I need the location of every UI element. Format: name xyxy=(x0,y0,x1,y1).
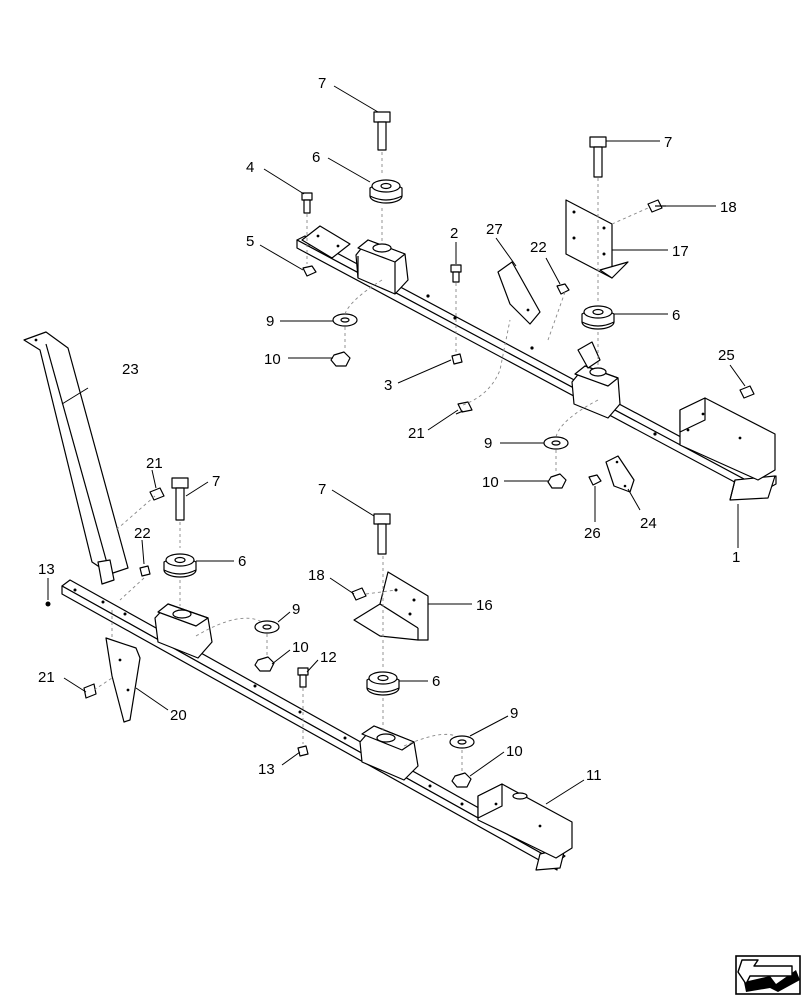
callout-21-lower: 21 xyxy=(38,669,55,686)
callout-12: 12 xyxy=(320,649,337,666)
callout-6-lower-right: 6 xyxy=(432,673,440,690)
bracket-part-27 xyxy=(497,261,541,325)
callout-10-lower-right: 10 xyxy=(506,743,523,760)
callout-9-upper-left: 9 xyxy=(266,313,274,330)
callout-1: 1 xyxy=(732,549,740,566)
callout-27: 27 xyxy=(486,221,503,238)
nut-part-13-lower xyxy=(297,745,309,757)
callout-25: 25 xyxy=(718,347,735,364)
callout-5: 5 xyxy=(246,233,254,250)
callout-13-lower-left: 13 xyxy=(38,561,55,578)
lower-alignment-lines xyxy=(93,495,463,772)
callout-7-upper-right: 7 xyxy=(664,134,672,151)
bolt-part-18-lower xyxy=(351,587,367,601)
callout-2: 2 xyxy=(450,225,458,242)
washer-part-9-lower-right xyxy=(449,735,475,749)
washer-part-9-upper-right xyxy=(543,436,569,450)
bolt-part-4 xyxy=(301,192,313,214)
nut-part-10-upper-left xyxy=(330,351,351,367)
bracket-part-24 xyxy=(605,455,635,493)
callout-labels: 7 6 4 5 9 10 2 3 21 27 22 7 18 17 6 25 9… xyxy=(38,75,740,784)
rubber-mount-part-6-upper-left xyxy=(369,179,403,204)
bolt-part-21-upper xyxy=(455,401,473,415)
nut-part-3 xyxy=(451,353,463,365)
bolt-part-12 xyxy=(297,667,309,688)
callout-10-upper-left: 10 xyxy=(264,351,281,368)
callout-7-lower-left: 7 xyxy=(212,473,220,490)
callout-21-upper: 21 xyxy=(408,425,425,442)
nut-part-10-upper-right xyxy=(547,473,567,489)
rear-box-bracket xyxy=(679,397,776,481)
callout-9-upper-right: 9 xyxy=(484,435,492,452)
callout-17: 17 xyxy=(672,243,689,260)
bolt-part-7-upper-left xyxy=(373,111,391,151)
lower-mount-bracket-right xyxy=(359,725,419,781)
rubber-mount-part-6-upper-right xyxy=(581,305,615,330)
callout-7-upper-left: 7 xyxy=(318,75,326,92)
callout-6-upper-left: 6 xyxy=(312,149,320,166)
bolt-part-2 xyxy=(450,264,462,283)
callout-26: 26 xyxy=(584,525,601,542)
callout-22-upper: 22 xyxy=(530,239,547,256)
frame-rail-part-11 xyxy=(61,579,566,871)
callout-3: 3 xyxy=(384,377,392,394)
nut-part-26 xyxy=(588,474,602,486)
callout-6-lower-left: 6 xyxy=(238,553,246,570)
nut-part-13-lower-left xyxy=(45,601,51,607)
rail-end-plate xyxy=(301,225,351,259)
callout-18-lower: 18 xyxy=(308,567,325,584)
callout-10-upper-right: 10 xyxy=(482,474,499,491)
bolt-part-21-lower-top xyxy=(149,487,165,501)
nut-part-10-lower-right xyxy=(451,772,472,788)
callout-4: 4 xyxy=(246,159,254,176)
nut-part-22-lower xyxy=(139,565,151,577)
mount-bracket-left xyxy=(355,239,409,295)
plate-part-16 xyxy=(353,571,429,641)
bolt-part-7-lower-left xyxy=(171,477,189,521)
bracket-part-20 xyxy=(105,637,141,723)
lower-end-box xyxy=(477,783,573,859)
rubber-mount-part-6-lower-right xyxy=(366,671,400,696)
page-navigation-arrow-icon[interactable] xyxy=(735,955,801,995)
bolt-part-25 xyxy=(739,385,755,399)
bolt-part-21-lower xyxy=(83,683,97,699)
nut-part-10-lower-left xyxy=(254,656,275,672)
callout-9-lower-left: 9 xyxy=(292,601,300,618)
callout-10-lower-left: 10 xyxy=(292,639,309,656)
callout-22-lower: 22 xyxy=(134,525,151,542)
washer-part-9-lower-left xyxy=(254,620,280,634)
lower-leader-lines xyxy=(47,387,585,805)
callout-7-lower-right: 7 xyxy=(318,481,326,498)
callout-16: 16 xyxy=(476,597,493,614)
callout-24: 24 xyxy=(640,515,657,532)
lower-mount-bracket-left xyxy=(154,603,213,659)
callout-6-upper-right: 6 xyxy=(672,307,680,324)
washer-part-9-upper-left xyxy=(332,313,358,327)
callout-9-lower-right: 9 xyxy=(510,705,518,722)
bolt-part-7-lower-right xyxy=(373,513,391,555)
mount-bracket-right xyxy=(571,341,621,419)
callout-11: 11 xyxy=(586,767,602,784)
support-strut-part-23 xyxy=(23,331,129,585)
callout-18-upper: 18 xyxy=(720,199,737,216)
upper-alignment-lines xyxy=(306,152,649,472)
callout-20: 20 xyxy=(170,707,187,724)
callout-21-lower-top: 21 xyxy=(146,455,163,472)
upper-leader-lines xyxy=(259,85,746,548)
rubber-mount-part-6-lower-left xyxy=(163,553,197,578)
plate-part-17 xyxy=(565,199,629,279)
bolt-part-7-upper-right xyxy=(589,136,607,178)
bolt-part-18-upper xyxy=(647,199,666,213)
nut-part-5 xyxy=(302,265,317,277)
nut-part-22-upper xyxy=(556,283,570,295)
callout-23: 23 xyxy=(122,361,139,378)
callout-13-lower: 13 xyxy=(258,761,275,778)
